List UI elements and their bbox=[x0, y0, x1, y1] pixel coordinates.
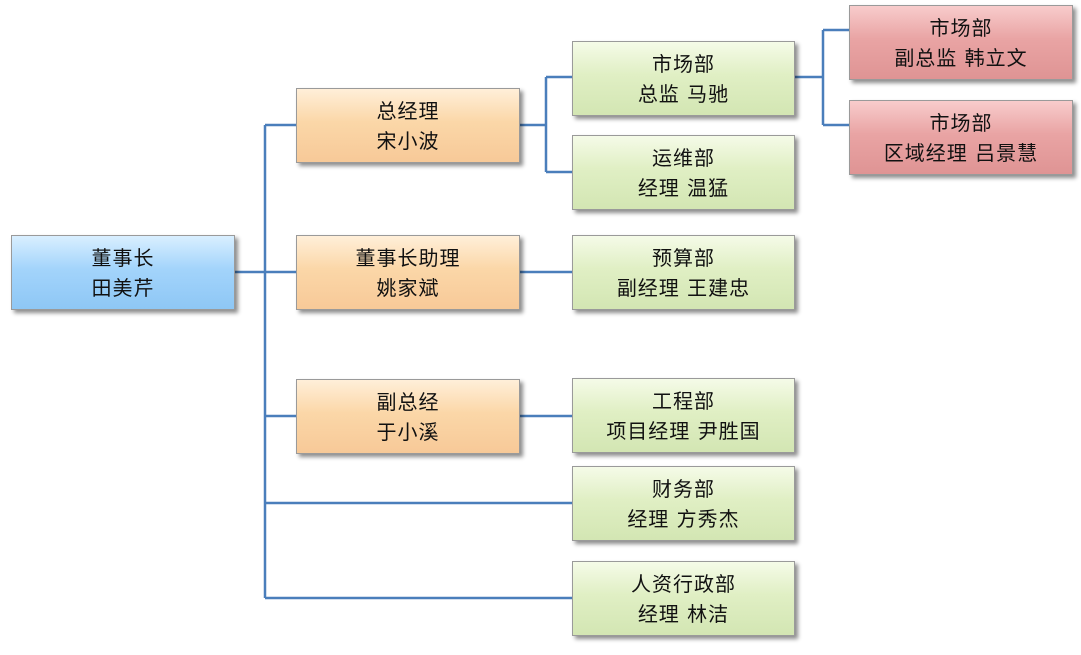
node-chairman-title: 董事长 bbox=[91, 245, 155, 270]
node-marketing-deputy-director[interactable]: 市场部 副总监 韩立文 bbox=[849, 5, 1073, 80]
node-engineering-dept[interactable]: 工程部 项目经理 尹胜国 bbox=[572, 378, 795, 453]
connector-chairman-trunk bbox=[235, 125, 267, 598]
node-deputy-gm-title: 副总经 bbox=[376, 389, 440, 414]
node-budget-dept-name: 副经理 王建忠 bbox=[616, 275, 751, 300]
node-ops-dept[interactable]: 运维部 经理 温猛 bbox=[572, 135, 795, 210]
node-chairman-name: 田美芹 bbox=[91, 275, 155, 300]
node-chairman[interactable]: 董事长 田美芹 bbox=[11, 235, 235, 310]
node-finance-dept-title: 财务部 bbox=[652, 476, 715, 501]
node-chairman-assistant[interactable]: 董事长助理 姚家斌 bbox=[296, 235, 520, 310]
node-hr-admin-dept-name: 经理 林洁 bbox=[637, 601, 730, 626]
node-finance-dept-name: 经理 方秀杰 bbox=[627, 506, 740, 531]
node-marketing-deputy-director-name: 副总监 韩立文 bbox=[894, 45, 1028, 70]
node-general-manager[interactable]: 总经理 宋小波 bbox=[296, 88, 520, 163]
node-budget-dept[interactable]: 预算部 副经理 王建忠 bbox=[572, 235, 795, 310]
node-marketing-regional-manager-title: 市场部 bbox=[929, 110, 993, 135]
node-deputy-gm-name: 于小溪 bbox=[376, 419, 440, 444]
node-marketing-regional-manager[interactable]: 市场部 区域经理 吕景慧 bbox=[849, 100, 1073, 175]
node-marketing-dept-name: 总监 马驰 bbox=[637, 81, 730, 106]
node-marketing-deputy-director-title: 市场部 bbox=[929, 15, 993, 40]
node-deputy-gm[interactable]: 副总经 于小溪 bbox=[296, 379, 520, 454]
node-engineering-dept-title: 工程部 bbox=[652, 388, 715, 413]
connector-marketing-branch bbox=[795, 28, 849, 127]
node-marketing-dept-title: 市场部 bbox=[652, 51, 715, 76]
node-finance-dept[interactable]: 财务部 经理 方秀杰 bbox=[572, 466, 795, 541]
node-budget-dept-title: 预算部 bbox=[652, 245, 715, 270]
node-hr-admin-dept-title: 人资行政部 bbox=[631, 571, 736, 596]
node-marketing-dept[interactable]: 市场部 总监 马驰 bbox=[572, 41, 795, 116]
node-engineering-dept-name: 项目经理 尹胜国 bbox=[606, 418, 761, 443]
node-ops-dept-name: 经理 温猛 bbox=[637, 175, 730, 200]
node-ops-dept-title: 运维部 bbox=[652, 145, 715, 170]
node-chairman-assistant-title: 董事长助理 bbox=[355, 245, 461, 270]
connector-gm-branch bbox=[520, 75, 572, 174]
node-hr-admin-dept[interactable]: 人资行政部 经理 林洁 bbox=[572, 561, 795, 636]
node-chairman-assistant-name: 姚家斌 bbox=[376, 275, 440, 300]
node-general-manager-name: 宋小波 bbox=[376, 128, 440, 153]
node-general-manager-title: 总经理 bbox=[376, 98, 440, 123]
node-marketing-regional-manager-name: 区域经理 吕景慧 bbox=[883, 140, 1039, 165]
